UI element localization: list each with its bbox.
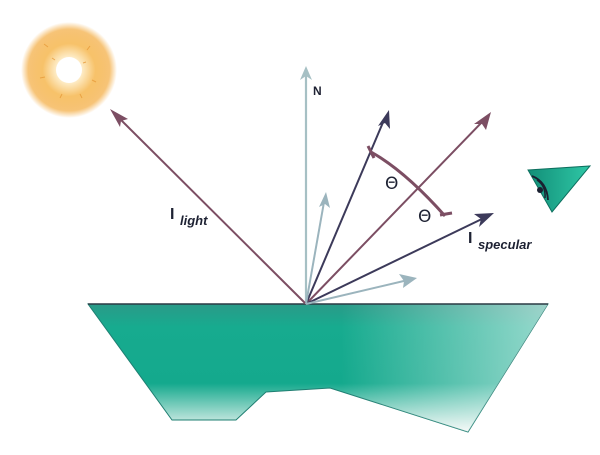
light-intensity-label: I light [170,206,208,228]
specular-label-subscript: specular [478,237,532,252]
angle-label-upper: Θ [385,174,398,194]
reflective-surface [87,303,549,433]
eye-icon [527,165,592,213]
light-label-subscript: light [180,213,208,228]
specular-label-main: I [468,230,472,247]
scatter-arrow-upper [305,192,330,305]
dark-vector-upper [305,110,390,305]
scatter-arrow-lower [305,274,417,305]
sun-icon [21,22,117,118]
angle-arc [366,145,453,217]
specular-ray [305,213,494,305]
reflected-ray [305,112,491,305]
normal-label: N [313,84,322,98]
specular-intensity-label: I specular [468,230,532,252]
light-label-main: I [170,206,174,223]
incident-light-ray [110,109,307,305]
angle-label-lower: Θ [418,207,431,227]
normal-arrow [300,66,312,304]
